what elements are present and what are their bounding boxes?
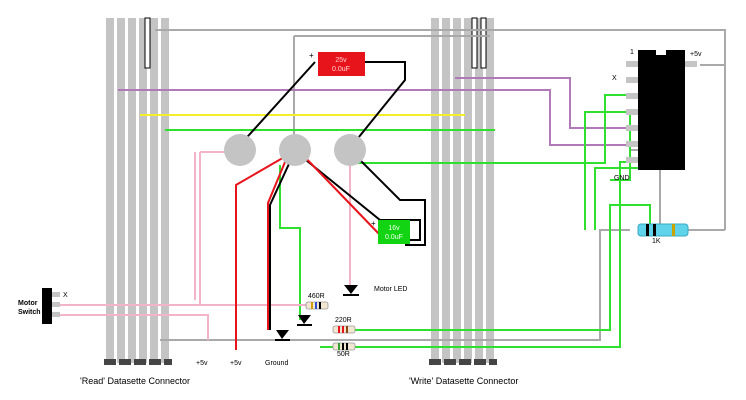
read-connector-label: 'Read' Datasette Connector [80, 376, 190, 386]
green-wires [165, 94, 651, 348]
diode-ground [275, 330, 290, 341]
resistor-220-label: 220R [335, 317, 352, 324]
write-connector-rails [429, 17, 497, 365]
pink-wires [54, 151, 351, 340]
cap-top-voltage: 25v [335, 57, 347, 64]
plus5v-label-a: +5v [196, 360, 208, 367]
cap-bottom-voltage: 16v [388, 225, 400, 232]
plus5v-label-b: +5v [230, 360, 242, 367]
resistor-460: 460R [305, 293, 329, 310]
motor-switch-label-2: Switch [18, 309, 41, 316]
resistor-1k-label: 1K [652, 238, 661, 245]
cap-top-value: 0.0uF [332, 66, 350, 73]
ic-chip: 1 X GND +5v [612, 49, 702, 182]
switch-x-label: X [63, 292, 68, 299]
cap-bottom-plus: + [371, 219, 376, 228]
potentiometers [224, 134, 366, 166]
ic-pin1-label: 1 [630, 49, 634, 56]
resistor-1k: 1K [637, 223, 689, 245]
ground-label: Ground [265, 360, 288, 367]
motor-switch: X Motor Switch [18, 288, 68, 324]
cap-bottom-value: 0.0uF [385, 234, 403, 241]
pot-left [224, 134, 256, 166]
purple-wires [118, 77, 630, 146]
ic-plus5v-label: +5v [690, 51, 702, 58]
resistor-50: 50R [332, 342, 356, 358]
ic-gnd-label: GND [614, 175, 630, 182]
red-black-wires [235, 61, 426, 350]
ic-x-label: X [612, 75, 617, 82]
read-connector-rails [104, 17, 172, 365]
diode-middle [297, 315, 312, 326]
cap-top-plus: + [309, 51, 314, 60]
resistor-220: 220R [332, 317, 356, 334]
write-connector-label: 'Write' Datasette Connector [409, 376, 518, 386]
motor-led-diode: Motor LED [343, 285, 407, 296]
resistor-460-label: 460R [308, 293, 325, 300]
pot-center [279, 134, 311, 166]
capacitor-bottom: 16v 0.0uF + [371, 219, 410, 244]
pot-right [334, 134, 366, 166]
resistor-50-label: 50R [337, 351, 350, 358]
capacitor-top: 25v 0.0uF + [309, 51, 365, 76]
motor-switch-label-1: Motor [18, 300, 38, 307]
motor-led-label: Motor LED [374, 286, 407, 293]
